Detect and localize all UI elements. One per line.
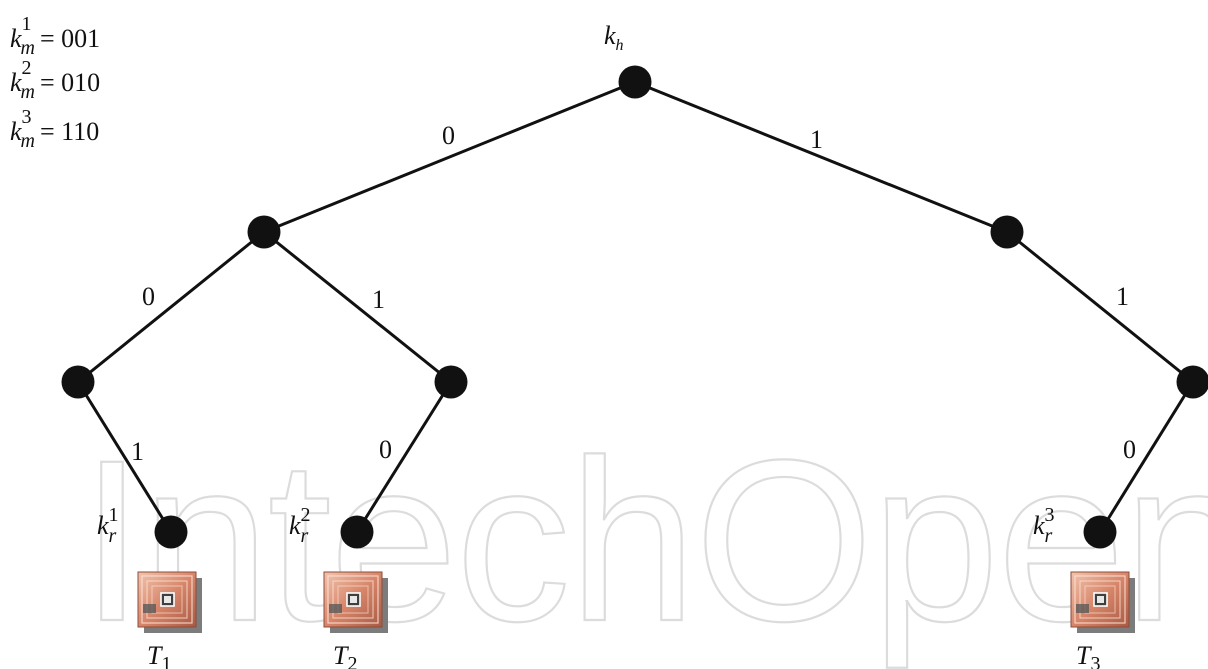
tag-label-3: T3 [1076,641,1100,669]
node-rr [1176,365,1208,399]
tree-edges [76,80,1195,533]
tag-labels: T1 T2 T3 [147,641,1100,669]
edge-label-r1-right: 1 [1116,282,1129,311]
edge-root-right [634,80,1008,234]
edge-r1-right [1006,230,1194,384]
rfid-tag-icon [323,571,389,634]
edge-lr-down [355,381,453,533]
edge-l1-left [77,230,265,384]
rfid-tag-icon [1070,571,1136,634]
edge-label-lr-down: 0 [379,435,392,464]
edge-root-left [263,80,636,234]
edge-label-ll-down: 1 [131,437,144,466]
edge-labels: 0 1 0 1 1 1 0 0 [131,121,1136,466]
tree-nodes [61,65,1208,549]
node-r1 [990,215,1024,249]
root-node [618,65,652,99]
tag-label-1: T1 [147,641,171,669]
edge-label-l1-right: 1 [372,285,385,314]
edge-label-rr-down: 0 [1123,435,1136,464]
edge-ll-down [76,381,173,533]
edge-l1-right [263,230,452,384]
leaf-node-2 [340,515,374,549]
node-l1 [247,215,281,249]
edge-rr-down [1098,381,1195,533]
node-lr [434,365,468,399]
tag-label-2: T2 [333,641,357,669]
rfid-tag-icon [137,571,203,634]
edge-label-root-left: 0 [442,121,455,150]
leaf-node-3 [1083,515,1117,549]
edge-label-l1-left: 0 [142,282,155,311]
edge-label-root-right: 1 [810,125,823,154]
watermark-logo: IntechOpen [80,412,1208,669]
root-key-label: kh [604,21,624,54]
node-ll [61,365,95,399]
leaf-node-1 [154,515,188,549]
